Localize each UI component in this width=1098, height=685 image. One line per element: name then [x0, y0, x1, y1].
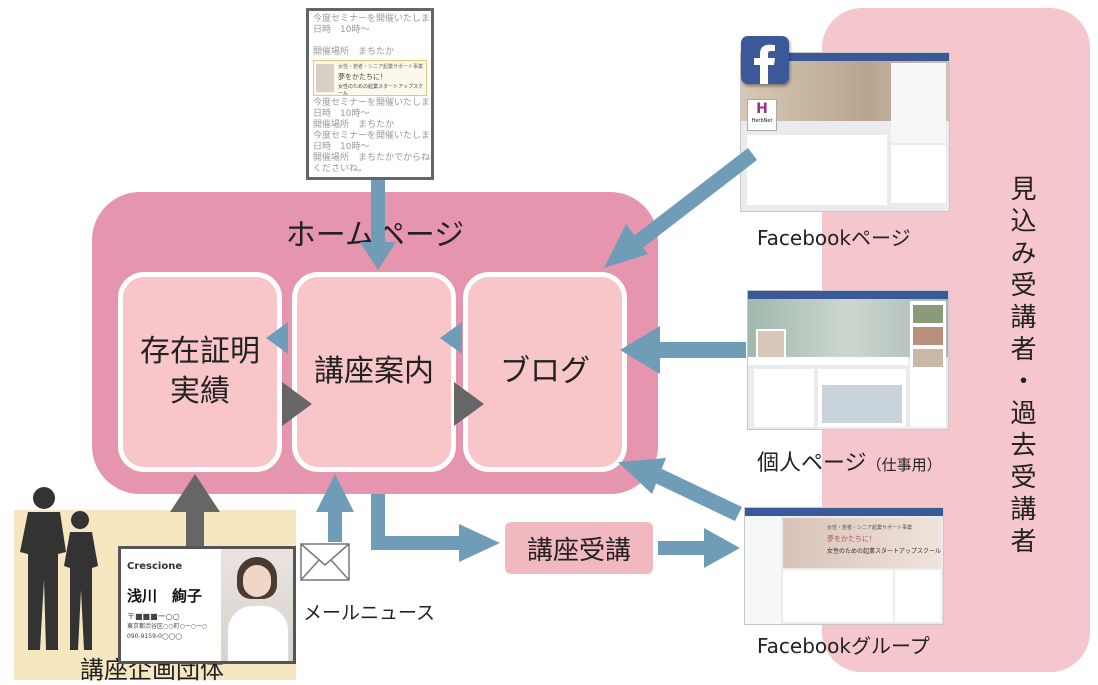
personal-page-note: （仕事用） [866, 456, 942, 474]
sidebar-ad [913, 349, 943, 367]
arrow-fbpage-to-homepage [604, 148, 757, 268]
arrow-course-to-proof [266, 322, 288, 354]
mail-news-label: メールニュース [303, 602, 436, 624]
sidebar-ad [913, 305, 943, 323]
enroll-box: 講座受講 [505, 522, 653, 574]
personal-tabs [748, 357, 908, 365]
portrait-photo [221, 549, 293, 661]
flyer-banner: 女性・若者・シニア起業サポート事業 夢をかたちに！ 女性のための起業スタートアッ… [313, 60, 427, 97]
card-blog: ブログ [463, 272, 627, 472]
arrow-homepage-to-enroll [371, 494, 500, 562]
flyer-line: 日時 10時〜 [313, 109, 370, 119]
silhouette-people-icon [20, 487, 98, 650]
facebook-page-label: Facebookページ [757, 226, 911, 250]
enroll-label: 講座受講 [526, 535, 631, 566]
fb-page-menu [891, 63, 946, 143]
personal-sidebar [910, 301, 946, 427]
bizcard-company: Crescione [127, 561, 183, 572]
arrow-mail-to-homepage [316, 474, 354, 542]
arrow-proof-to-course [282, 382, 312, 426]
bizcard-address2: 東京都渋谷区○○町○ー○ー○ [127, 623, 208, 630]
arrow-personal-to-blog [620, 326, 746, 374]
personal-page-label: 個人ページ（仕事用） [757, 445, 942, 477]
fb-page-logo: H HerbNet [747, 99, 777, 131]
personal-page-title: 個人ページ [757, 451, 867, 476]
card-proof-achievements: 存在証明 実績 [118, 272, 282, 472]
flyer-banner-line3: 女性のための起業スタートアップスクール [338, 84, 424, 97]
sidebar-ad [913, 327, 943, 345]
flyer-line: 日時 10時〜 [313, 25, 370, 35]
flyer-line: 今度セミナーを開催いたします [313, 131, 434, 141]
fb-top-bar [741, 53, 949, 61]
facebook-f-glyph [754, 44, 775, 84]
flyer-line: 開催場所 まちたか [313, 120, 395, 130]
arrow-course-to-blog [454, 382, 484, 426]
arrow-enroll-to-group [658, 528, 740, 568]
personal-page-screenshot [747, 290, 949, 430]
group-banner-line1: 女性・若者・シニア起業サポート事業 [827, 525, 913, 531]
card-proof-label: 存在証明 実績 [140, 333, 260, 410]
business-card: Crescione 浅川 絢子 〒■■■ー○○ 東京都渋谷区○○町○ー○ー○ 0… [118, 546, 296, 664]
flyer-line: 日時 10時〜 [313, 142, 370, 152]
flyer-line: くださいね。 [313, 164, 368, 174]
group-banner: 女性・若者・シニア起業サポート事業 夢をかたちに！ 女性のための起業スタートアッ… [783, 518, 941, 568]
card-course-label: 講座案内 [314, 353, 434, 389]
facebook-icon [741, 36, 789, 84]
flyer-line: 今度セミナーを開催いたします [313, 14, 434, 24]
bizcard-name: 浅川 絢子 [127, 587, 203, 605]
flyer-line: 今度セミナーを開催いたします [313, 98, 434, 108]
flyer-banner-line1: 女性・若者・シニア起業サポート事業 [338, 64, 424, 70]
group-left-nav [745, 516, 781, 624]
seminar-flyer: 今度セミナーを開催いたします 日時 10時〜 開催場所 まちたか 女性・若者・シ… [306, 8, 434, 180]
portrait-body [227, 605, 289, 661]
bizcard-phone: 090-9159-0◯◯◯ [127, 633, 183, 640]
fb-top-bar [745, 508, 943, 516]
card-blog-label: ブログ [500, 353, 590, 389]
group-feed [783, 570, 893, 622]
logo-h-mark: H [756, 101, 768, 117]
flyer-banner-line2: 夢をかたちに！ [338, 73, 387, 81]
envelope-icon [300, 543, 350, 581]
facebook-group-label: Facebookグループ [757, 634, 930, 658]
facebook-group-screenshot: 女性・若者・シニア起業サポート事業 夢をかたちに！ 女性のための起業スタートアッ… [744, 507, 944, 625]
prospects-label: 見込み受講者・過去受講者 [1006, 175, 1036, 559]
arrow-blog-to-course [440, 322, 462, 354]
personal-intro [754, 369, 814, 427]
fb-top-bar [748, 291, 948, 299]
arrow-group-to-blog [618, 458, 742, 521]
personal-post-photo [822, 385, 902, 423]
arrow-organizer-to-proof [170, 474, 220, 546]
personal-post [818, 369, 906, 427]
portrait-face [243, 565, 271, 597]
group-sidebar [895, 570, 941, 622]
flyer-portrait [316, 64, 334, 92]
arrow-flyer-to-course [360, 180, 396, 270]
card-course-guide: 講座案内 [292, 272, 456, 472]
flyer-line: 開催場所 まちたかでからね参加して [313, 153, 431, 163]
bizcard-address1: 〒■■■ー○○ [127, 612, 180, 621]
fb-page-timeline [747, 135, 887, 205]
fb-page-brand: HerbNet [751, 118, 773, 124]
group-banner-line3: 女性のための起業スタートアップスクール [827, 548, 942, 555]
group-banner-line2: 夢をかたちに！ [827, 535, 876, 543]
flyer-line: 開催場所 まちたか [313, 47, 395, 57]
fb-page-sidebar [891, 145, 946, 203]
